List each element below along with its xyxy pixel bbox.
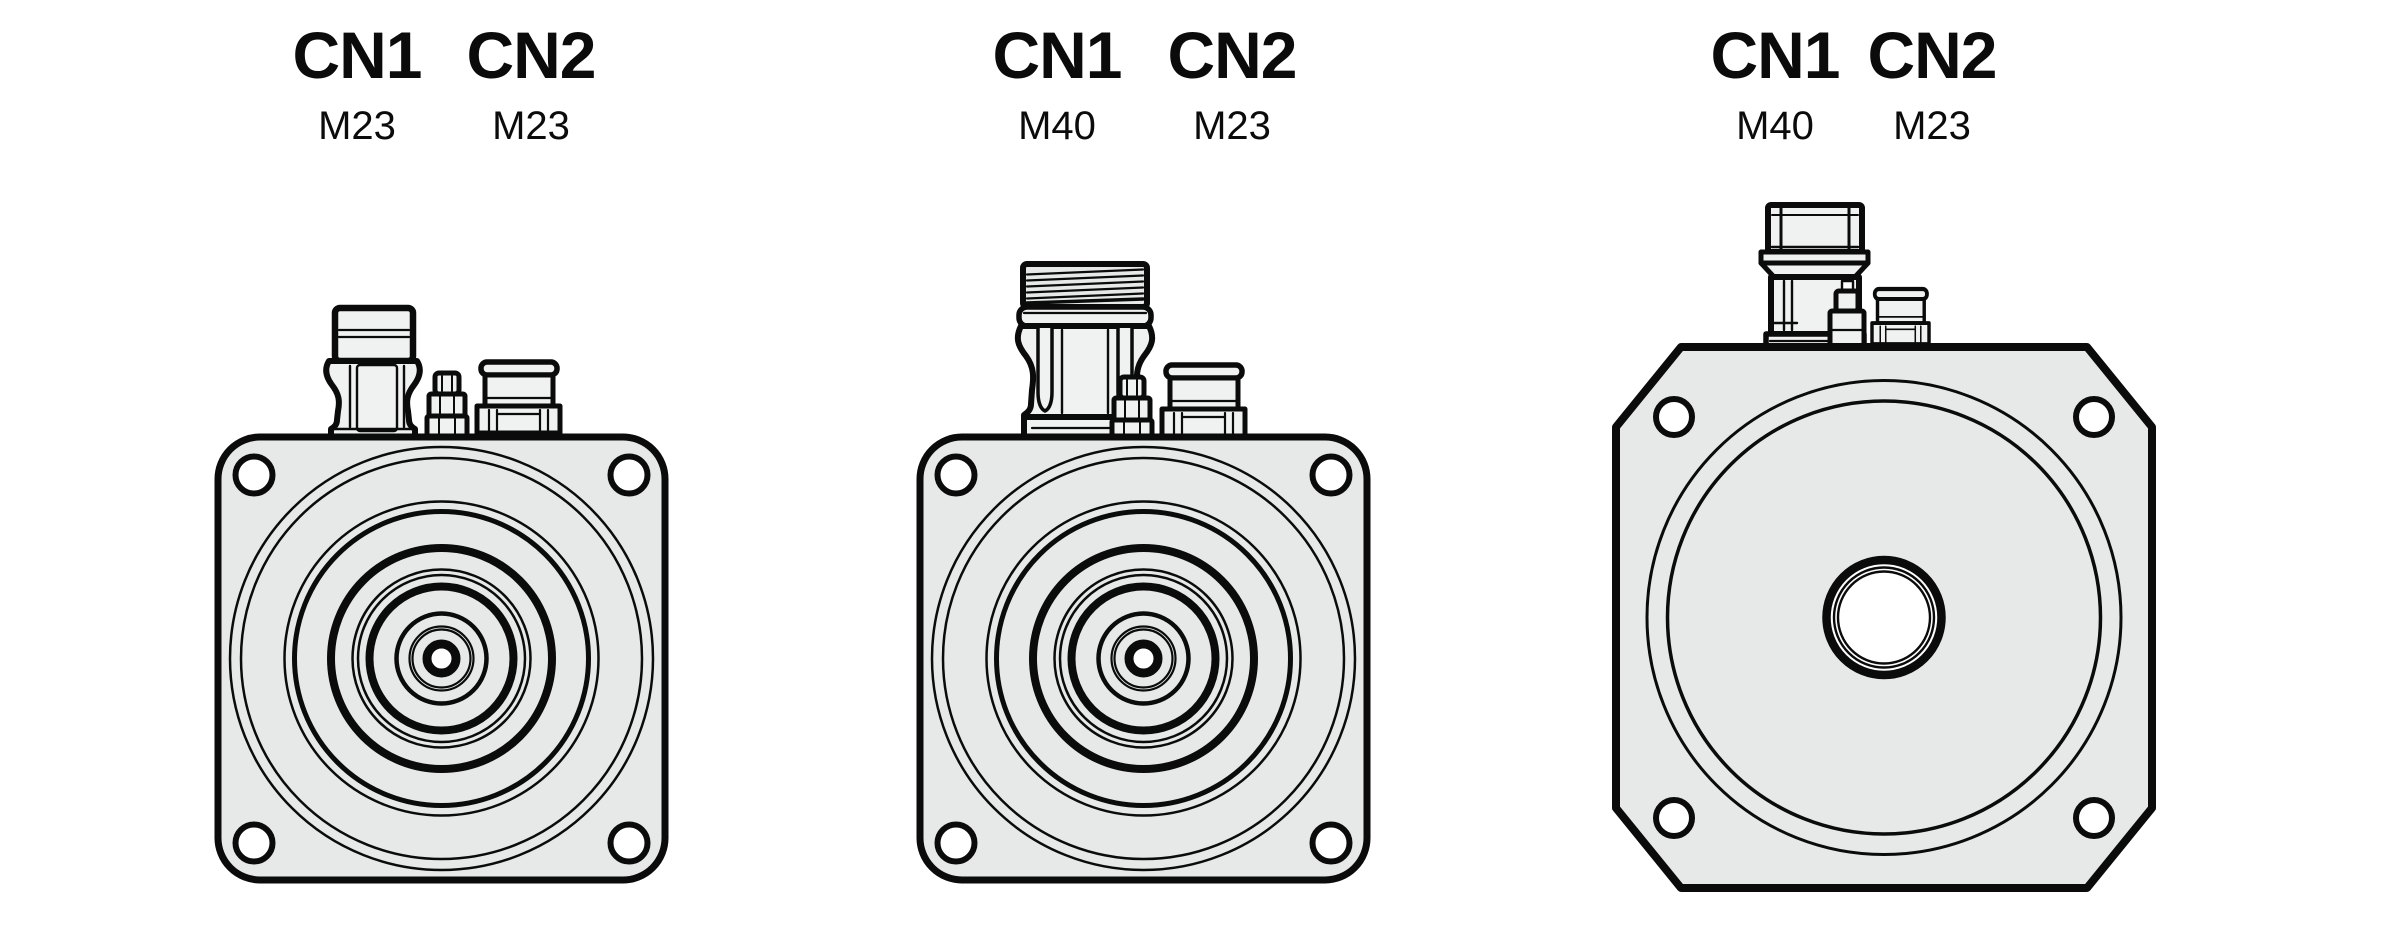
motor1-cn1-callout: CN1 M23 bbox=[247, 22, 467, 146]
motor2-cn1-size-label: M40 bbox=[1018, 104, 1096, 148]
motor1-cn1-connector bbox=[323, 304, 423, 440]
motor3-cn1-callout: CN1 M40 bbox=[1665, 22, 1885, 146]
motor3-cn1-label: CN1 bbox=[1710, 18, 1840, 92]
motor2-drawing bbox=[920, 261, 1367, 880]
motor2-vent-plug bbox=[1112, 377, 1152, 441]
motor3-flange bbox=[1612, 343, 2156, 892]
motor2-cn2-connector bbox=[1162, 365, 1245, 441]
motor1-drawing bbox=[218, 304, 665, 880]
motor3-cn2-callout: CN2 M23 bbox=[1822, 22, 2042, 146]
motor2-cn2-label: CN2 bbox=[1167, 18, 1297, 92]
motor1-flange bbox=[218, 437, 665, 880]
motor3-cn2-label: CN2 bbox=[1867, 18, 1997, 92]
motor1-cn1-size-label: M23 bbox=[318, 104, 396, 148]
motor1-cn2-connector bbox=[477, 362, 560, 438]
motor3-drawing bbox=[1612, 202, 2156, 892]
motor2-flange bbox=[920, 437, 1367, 880]
motor1-cn2-callout: CN2 M23 bbox=[421, 22, 641, 146]
motor3-cn1-connector bbox=[1758, 202, 1871, 351]
motor2-cn2-callout: CN2 M23 bbox=[1122, 22, 1342, 146]
motor1-cn2-size-label: M23 bbox=[492, 104, 570, 148]
motor3-cn2-size-label: M23 bbox=[1893, 104, 1971, 148]
motor3-cn2-connector bbox=[1872, 289, 1929, 348]
motor2-cn1-label: CN1 bbox=[992, 18, 1122, 92]
motor1-cn1-label: CN1 bbox=[292, 18, 422, 92]
motor2-cn2-size-label: M23 bbox=[1193, 104, 1271, 148]
motor1-cn2-label: CN2 bbox=[466, 18, 596, 92]
motor3-cn1-size-label: M40 bbox=[1736, 104, 1814, 148]
motor1-vent-plug bbox=[427, 373, 467, 437]
motor2-cn1-callout: CN1 M40 bbox=[947, 22, 1167, 146]
